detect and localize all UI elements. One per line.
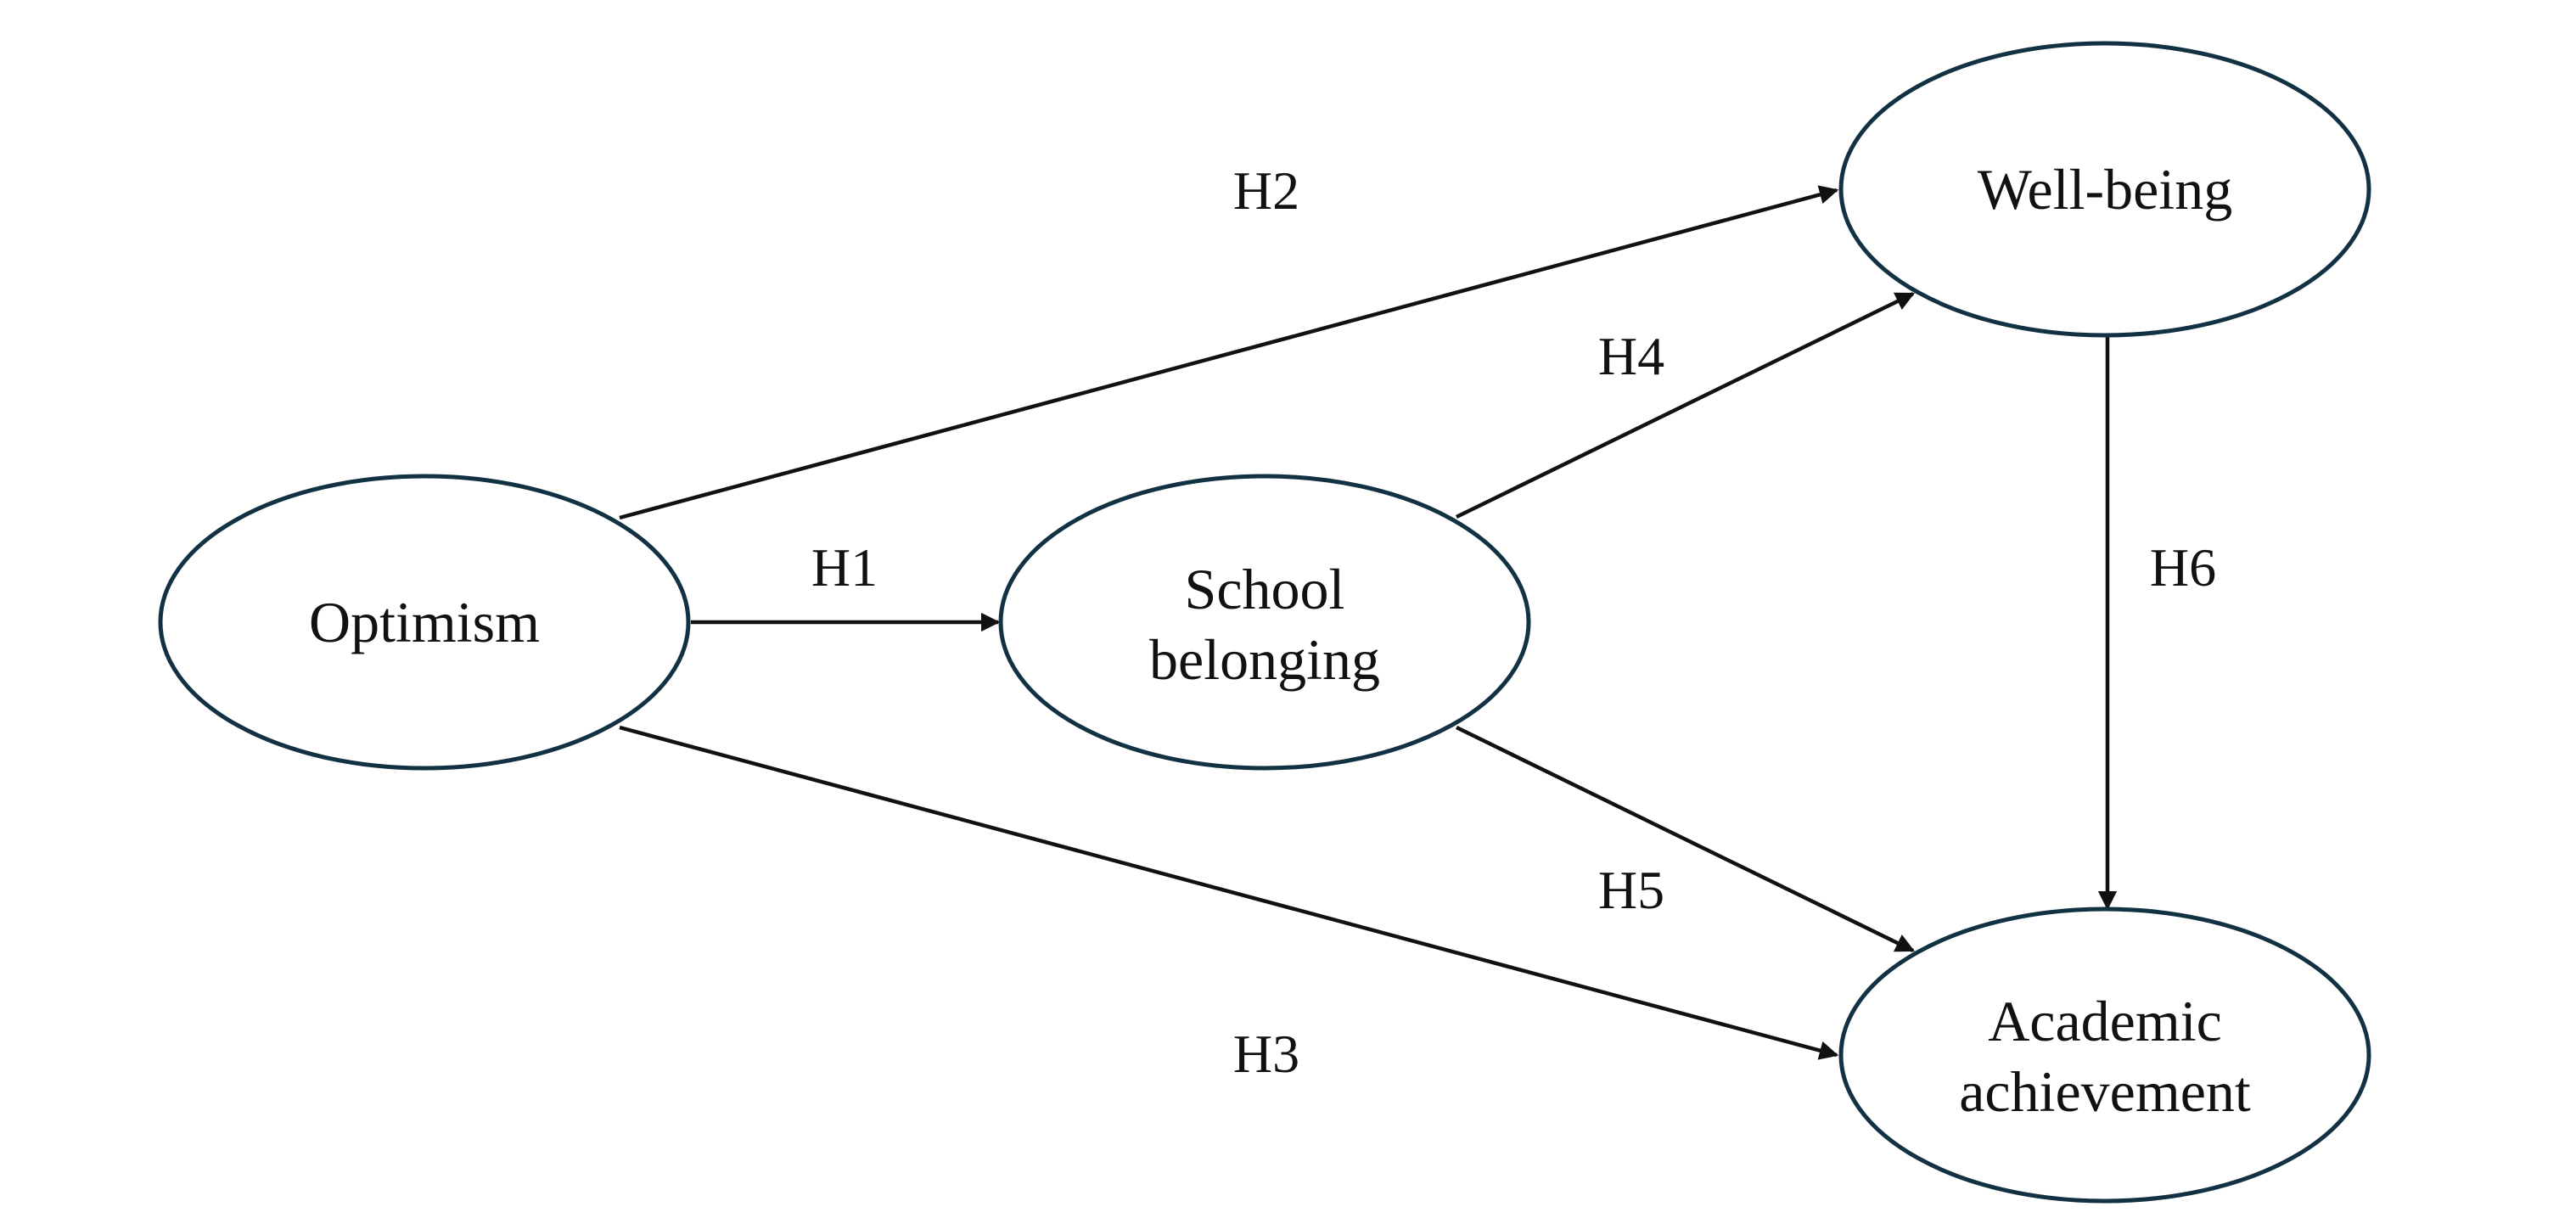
node-optimism-shape [158, 474, 691, 771]
node-well-being-shape [1838, 41, 2371, 338]
node-academic-achievement-shape [1838, 906, 2371, 1204]
node-school-belonging: School belonging [998, 474, 1531, 771]
edge-label-h4: H4 [1598, 326, 1664, 386]
node-academic-achievement-label-line-2: achievement [1959, 1059, 2251, 1124]
nodes: Optimism School belonging Well-being Aca… [158, 41, 2371, 1204]
edge-label-h5: H5 [1598, 860, 1664, 920]
edge-h3 [619, 725, 1839, 1060]
node-optimism: Optimism [158, 474, 691, 771]
node-academic-achievement-label-line-1: Academic [1988, 989, 2222, 1053]
edge-h2 [619, 185, 1839, 520]
node-academic-achievement: Academic achievement [1838, 906, 2371, 1204]
edge-label-h3: H3 [1233, 1024, 1299, 1084]
edge-label-h2: H2 [1233, 160, 1299, 221]
edge-label-h1: H1 [811, 537, 878, 598]
edge-labels: H1 H2 H3 H4 H5 H6 [811, 160, 2216, 1084]
edge-h4 [1456, 291, 1916, 519]
edge-h5 [1456, 725, 1916, 953]
node-school-belonging-label-line-2: belonging [1149, 627, 1380, 692]
node-optimism-label: Optimism [309, 590, 540, 654]
node-school-belonging-label-line-1: School [1185, 557, 1345, 621]
node-school-belonging-shape [998, 474, 1531, 771]
node-well-being-label: Well-being [1978, 157, 2232, 222]
edge-label-h6: H6 [2150, 537, 2216, 598]
edges [619, 185, 2118, 1060]
node-well-being: Well-being [1838, 41, 2371, 338]
